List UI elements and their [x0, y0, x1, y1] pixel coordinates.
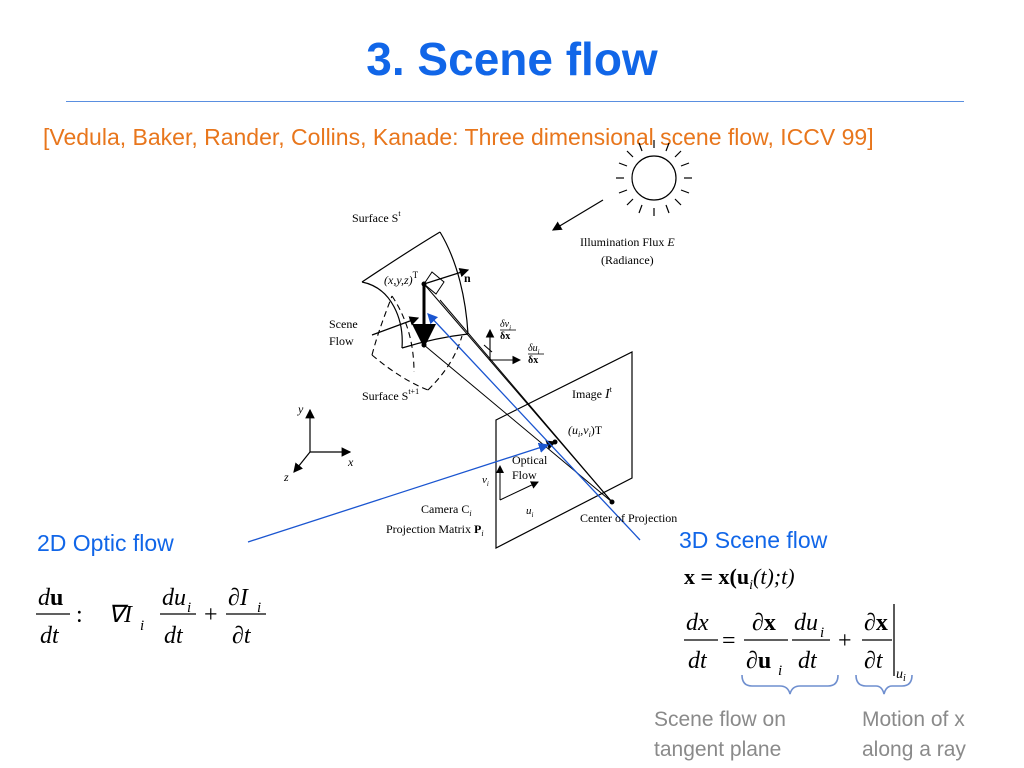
delta-x-label-2: δx	[528, 355, 538, 366]
svg-text:du: du	[38, 585, 63, 611]
svg-text:∂x: ∂x	[864, 610, 888, 636]
v-axis-label: vi	[482, 474, 489, 488]
axis-y-label: y	[297, 402, 304, 416]
surface-t-label: Surface St	[352, 209, 401, 225]
axis-x-label: x	[347, 455, 354, 469]
delta-v-label: δvi	[500, 319, 511, 332]
camera-label: Camera Ci	[421, 502, 472, 518]
optic-flow-equation: du dt : ∇I i du i dt + ∂I i ∂t	[36, 585, 266, 649]
svg-text:du: du	[794, 610, 818, 636]
svg-text:∂x: ∂x	[752, 610, 776, 636]
brace-tangent-plane	[741, 674, 839, 695]
caption-motion-along-ray: Motion of x along a ray	[862, 708, 966, 761]
svg-text:∂I: ∂I	[228, 585, 249, 611]
delta-arrows	[483, 328, 522, 365]
svg-text:dt: dt	[798, 648, 818, 674]
svg-text:∂t: ∂t	[232, 623, 252, 649]
scene-flow-diagram-label-2: Flow	[329, 334, 354, 348]
svg-text:i: i	[257, 600, 261, 616]
svg-text::: :	[76, 602, 83, 628]
point-label: (x,y,z)T	[384, 270, 419, 287]
projection-matrix-label: Projection Matrix Pi	[386, 522, 484, 538]
svg-text:=: =	[722, 628, 736, 654]
svg-text:+: +	[838, 628, 852, 654]
svg-text:du: du	[162, 585, 186, 611]
scene-flow-diagram-label-1: Scene	[329, 317, 358, 331]
svg-text:dx: dx	[686, 610, 709, 636]
optic-flow-connector	[247, 442, 550, 543]
svg-text:dt: dt	[40, 623, 60, 649]
scene-flow-equation: dx dt = ∂x ∂u i du i dt + ∂x ∂t ui	[684, 604, 906, 684]
optical-flow-label-2: Flow	[512, 468, 537, 482]
center-of-projection-label: Center of Projection	[580, 511, 677, 525]
image-u-axis	[499, 481, 539, 501]
image-label: Image It	[572, 385, 613, 402]
image-point-label: (ui,vi)T	[568, 423, 603, 439]
svg-text:∂u: ∂u	[746, 648, 771, 674]
label-3d-scene-flow: 3D Scene flow	[679, 527, 828, 553]
illumination-arrow	[551, 199, 604, 231]
title-divider	[66, 101, 964, 102]
scene-flow-definition: x = x(ui(t);t)	[684, 564, 795, 593]
svg-text:i: i	[820, 625, 824, 641]
world-axes	[293, 408, 352, 473]
label-2d-optic-flow: 2D Optic flow	[37, 530, 174, 556]
sun-icon	[616, 140, 692, 216]
surface-t1-shape	[371, 295, 463, 391]
scene-flow-connector	[427, 313, 641, 541]
svg-text:dt: dt	[164, 623, 184, 649]
delta-u-label: δui	[528, 343, 540, 356]
u-axis-label: ui	[526, 505, 534, 519]
brace-motion-ray	[855, 674, 913, 695]
svg-text:∇I: ∇I	[108, 602, 133, 628]
svg-text:i: i	[187, 600, 191, 616]
illumination-label: Illumination Flux E	[580, 235, 675, 249]
slide-title: 3. Scene flow	[366, 33, 658, 85]
scene-flow-pointer	[371, 316, 420, 336]
svg-text:ui: ui	[896, 667, 906, 684]
surface-t-shape	[361, 231, 469, 349]
svg-text:i: i	[140, 618, 144, 634]
delta-x-label-1: δx	[500, 331, 510, 342]
radiance-label: (Radiance)	[601, 253, 654, 267]
svg-text:∂t: ∂t	[864, 648, 884, 674]
svg-text:dt: dt	[688, 648, 708, 674]
axis-z-label: z	[283, 470, 289, 484]
svg-text:i: i	[778, 663, 782, 679]
normal-vector	[423, 267, 470, 285]
svg-text:x = x(ui(t);t): x = x(ui(t);t)	[684, 564, 795, 593]
citation: [Vedula, Baker, Rander, Collins, Kanade:…	[43, 124, 874, 150]
svg-text:+: +	[204, 602, 218, 628]
image-plane	[495, 351, 633, 549]
surface-t1-label: Surface St+1	[362, 387, 419, 403]
optical-flow-label-1: Optical	[512, 453, 548, 467]
normal-label: n	[464, 271, 471, 285]
caption-tangent-plane: Scene flow on tangent plane	[654, 708, 786, 761]
